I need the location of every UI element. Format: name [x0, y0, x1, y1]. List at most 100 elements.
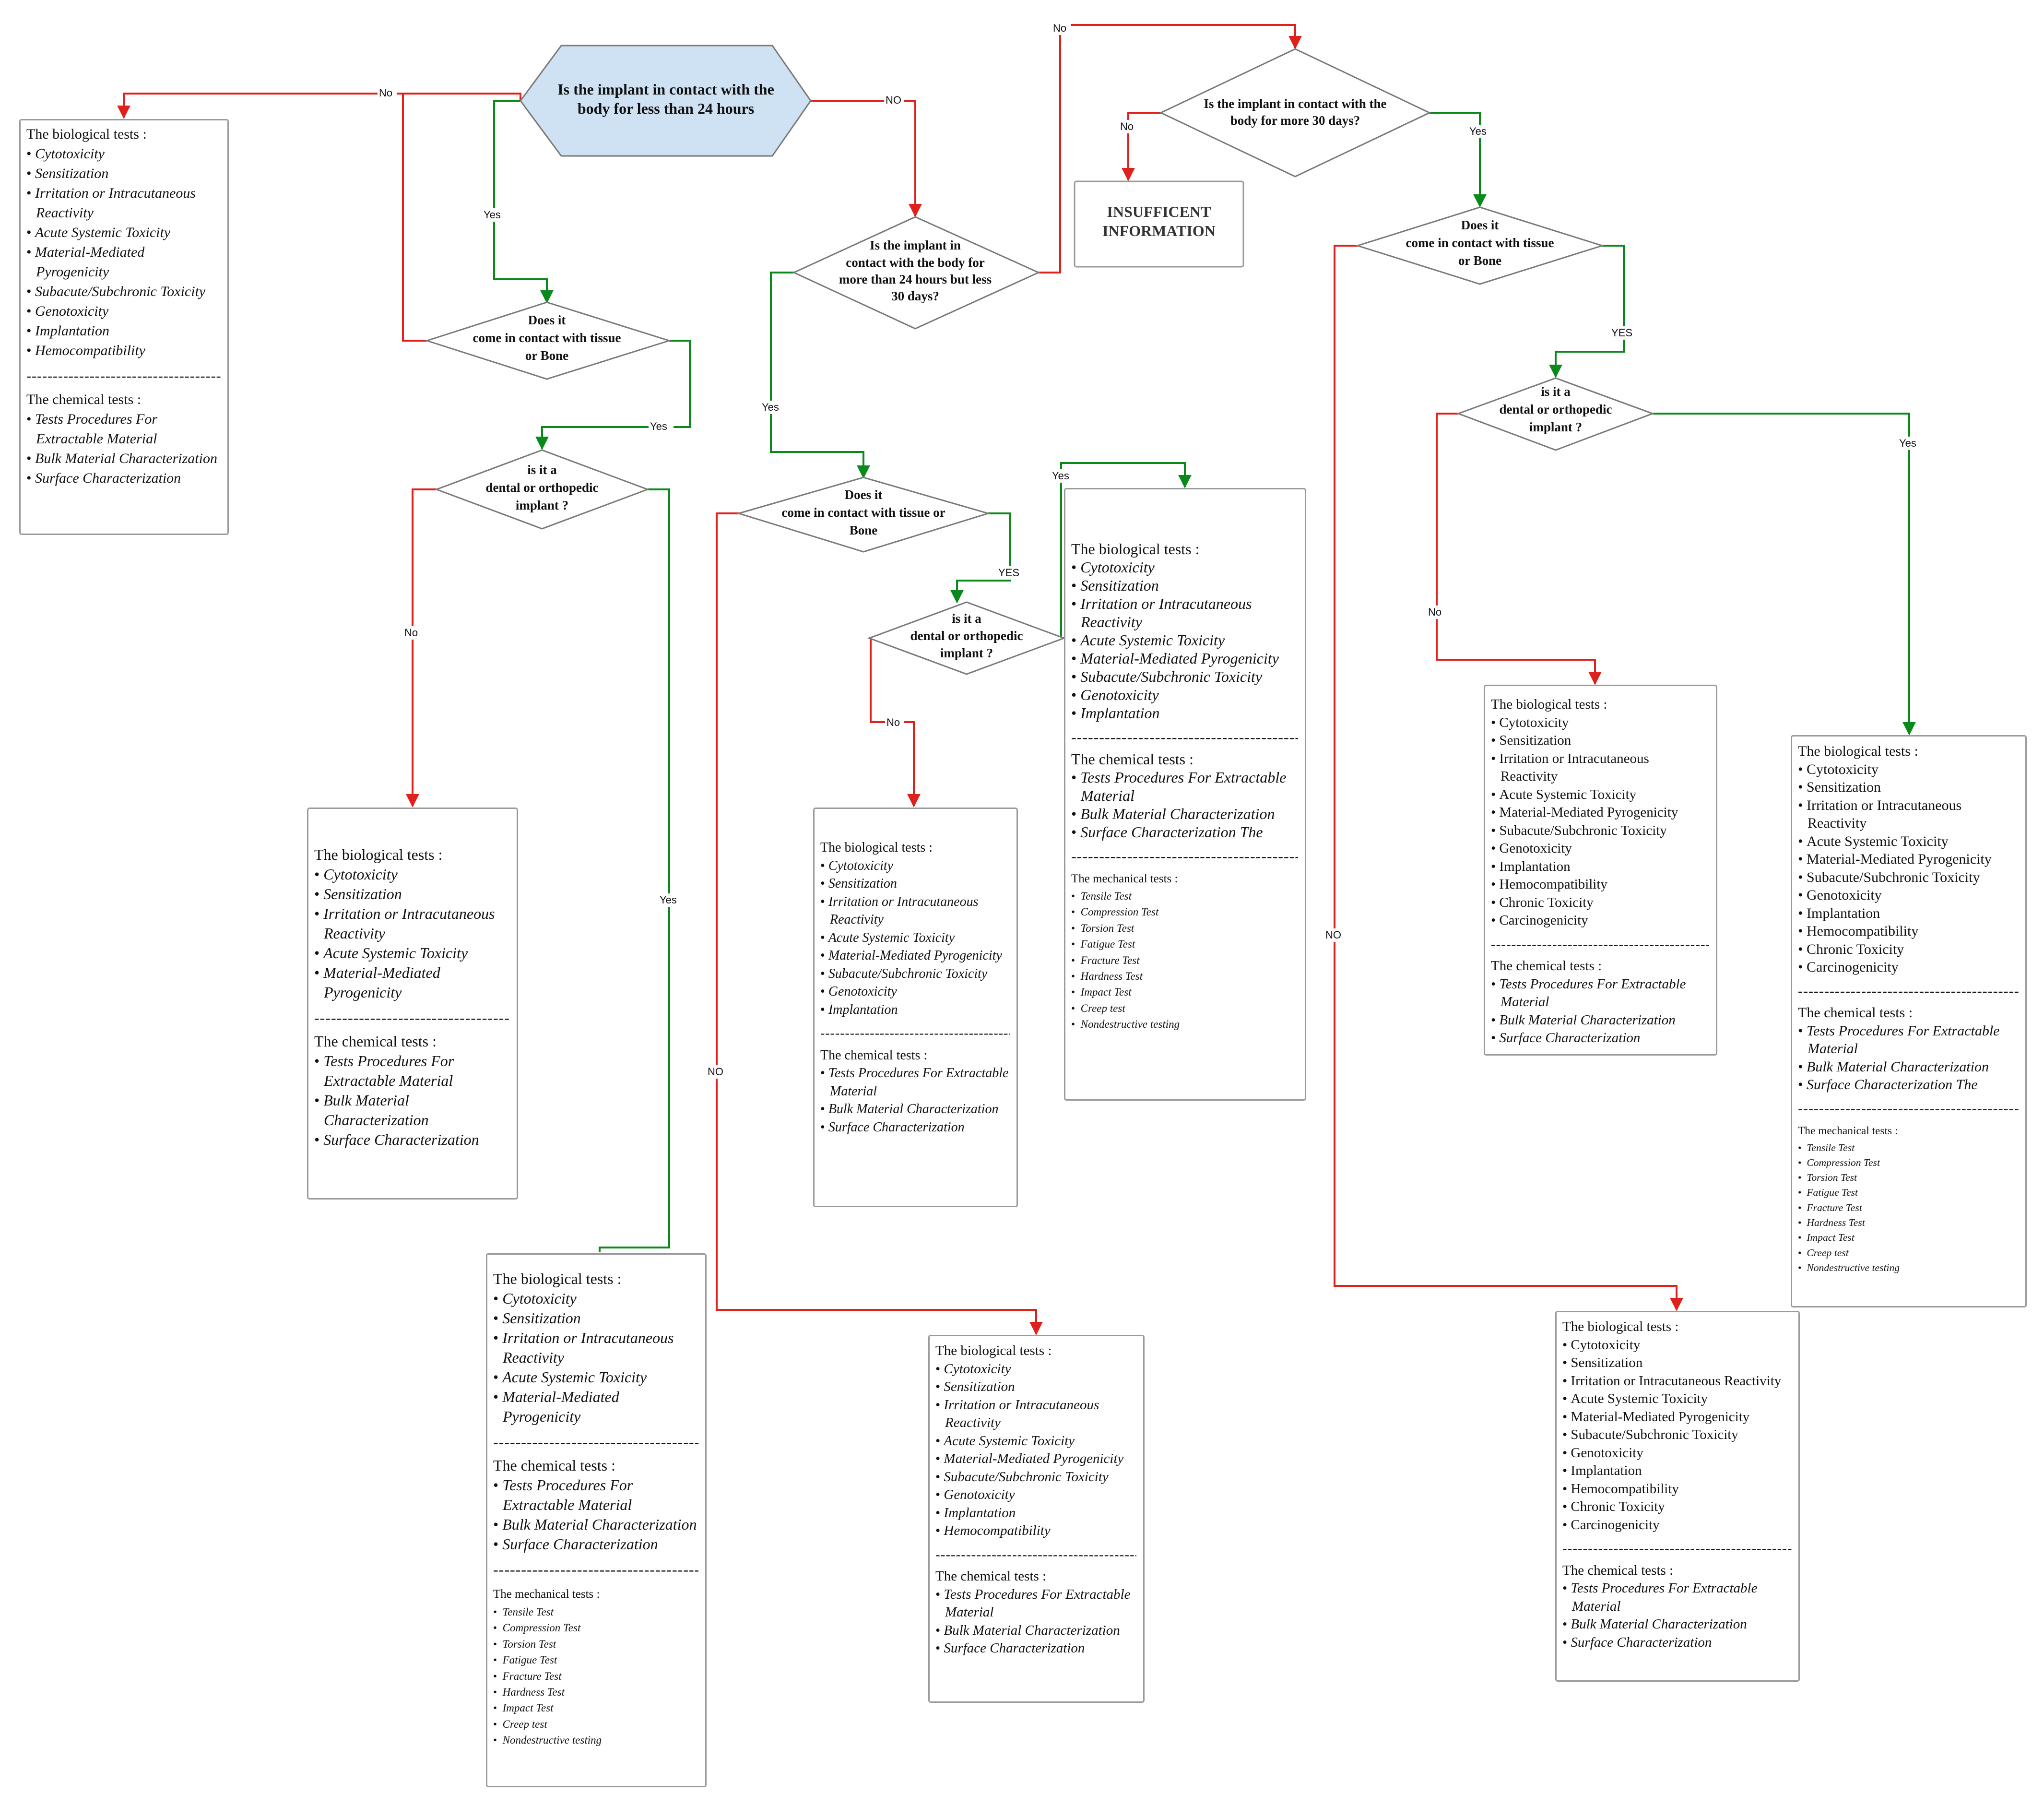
edge-q24-yes — [770, 272, 870, 479]
separator: ----------------------------------------… — [493, 1433, 698, 1450]
mech-test-item: Impact Test — [1798, 1230, 2019, 1245]
edge-start-no-right — [811, 100, 922, 217]
tests-box-mid-dental: The biological tests : Cytotoxicity Sens… — [1064, 488, 1306, 1101]
mech-test-item: Fracture Test — [1798, 1200, 2019, 1215]
decision-tissue-3: Does it come in contact with tissue or B… — [1355, 206, 1605, 285]
edge-label-t3-no: NO — [1325, 929, 1341, 941]
decision-dental-2-line-1: is it a — [952, 611, 981, 626]
bio-test-item: Acute Systemic Toxicity — [1562, 1390, 1792, 1408]
bio-test-item: Hemocompatibility — [26, 341, 221, 360]
separator: ----------------------------------------… — [1562, 1541, 1792, 1556]
edge-t3-no — [1334, 245, 1683, 1311]
bio-test-item: Cytotoxicity — [820, 857, 1010, 875]
bio-test-item: Sensitization — [820, 875, 1010, 893]
mech-test-item: Impact Test — [493, 1700, 698, 1716]
bio-test-item: Cytotoxicity — [1491, 714, 1709, 732]
edge-label-d3-yes: Yes — [1899, 437, 1916, 449]
decision-dental-1: is it a dental or orthopedic implant ? — [434, 449, 650, 530]
mech-test-item: Tensile Test — [1071, 888, 1298, 904]
tests-box-short-tissue-non-dental: The biological tests : Cytotoxicity Sens… — [307, 808, 518, 1200]
decision-30-line-2: body for more 30 days? — [1230, 113, 1360, 128]
decision-tissue-2-line-1: Does it — [845, 487, 883, 502]
mech-test-item: Creep test — [1071, 1000, 1298, 1016]
bio-test-item: Genotoxicity — [1491, 840, 1709, 858]
mech-test-item: Fracture Test — [1071, 952, 1298, 968]
chemical-tests-heading: The chemical tests : — [1491, 958, 1602, 974]
edge-label-start-no-right: NO — [886, 94, 901, 106]
edge-label-d2-yes: Yes — [1052, 470, 1069, 482]
bio-test-item: Cytotoxicity — [1798, 760, 2019, 779]
start-node: Is the implant in contact with the body … — [520, 45, 812, 157]
mech-test-item: Fracture Test — [493, 1668, 698, 1684]
edge-start-yes — [493, 100, 554, 304]
mech-test-item: Fatigue Test — [1798, 1185, 2019, 1200]
decision-tissue-3-line-3: or Bone — [1458, 253, 1501, 268]
bio-test-item: Carcinogenicity — [1562, 1516, 1792, 1534]
tests-box-long-no-tissue: The biological tests : Cytotoxicity Sens… — [1555, 1311, 1800, 1682]
bio-test-item: Carcinogenicity — [1491, 912, 1709, 930]
mech-test-item: Torsion Test — [1071, 920, 1298, 936]
chem-test-item: Bulk Material Characterization — [935, 1622, 1136, 1640]
decision-24-30-line-2: contact with the body for — [846, 255, 984, 270]
edge-label-t2-yes: YES — [998, 567, 1019, 579]
bio-test-item: Material-Mediated Pyrogenicity — [820, 947, 1010, 965]
start-question-line-1: Is the implant in contact with the — [557, 81, 774, 98]
bio-test-item: Genotoxicity — [1798, 886, 2019, 904]
mech-test-item: Creep test — [493, 1716, 698, 1732]
edge-label-d1-yes: Yes — [660, 894, 677, 906]
decision-dental-3-line-1: is it a — [1541, 384, 1571, 399]
mech-test-item: Nondestructive testing — [1071, 1016, 1298, 1032]
biological-tests-heading: The biological tests : — [935, 1343, 1052, 1358]
bio-test-item: Material-Mediated Pyrogenicity — [935, 1450, 1136, 1468]
mech-test-item: Torsion Test — [1798, 1170, 2019, 1185]
chem-test-item: Surface Characterization The — [1071, 823, 1298, 841]
bio-test-item: Subacute/Subchronic Toxicity — [820, 965, 1010, 983]
bio-test-item: Material-Mediated Pyrogenicity — [314, 963, 510, 1002]
bio-test-item: Cytotoxicity — [1562, 1336, 1792, 1354]
bio-test-item: Irritation or Intracutaneous Reactivity — [935, 1396, 1136, 1432]
mech-test-item: Tensile Test — [1798, 1141, 2019, 1155]
bio-test-item: Subacute/Subchronic Toxicity — [935, 1468, 1136, 1486]
bio-test-item: Irritation or Intracutaneous Reactivity — [314, 904, 510, 943]
bio-test-item: Hemocompatibility — [1491, 876, 1709, 894]
chem-test-item: Bulk Material Characterization — [1071, 805, 1298, 823]
bio-test-item: Cytotoxicity — [314, 865, 510, 884]
decision-more-than-30-days: Is the implant in contact with the body … — [1159, 48, 1431, 178]
biological-tests-heading: The biological tests : — [1491, 697, 1607, 712]
edge-label-t1-yes: Yes — [650, 420, 667, 432]
bio-test-item: Acute Systemic Toxicity — [1071, 631, 1298, 649]
bio-test-item: Material-Mediated Pyrogenicity — [1071, 649, 1298, 667]
bio-test-item: Sensitization — [493, 1308, 698, 1328]
chem-test-item: Surface Characterization — [935, 1640, 1136, 1658]
mech-test-item: Tensile Test — [493, 1604, 698, 1620]
bio-test-item: Material-Mediated Pyrogenicity — [493, 1387, 698, 1426]
insufficient-line-1: INSUFFICENT — [1107, 203, 1211, 220]
bio-test-item: Acute Systemic Toxicity — [26, 223, 221, 242]
chem-test-item: Surface Characterization — [493, 1534, 698, 1554]
bio-test-item: Irritation or Intracutaneous Reactivity — [26, 183, 221, 223]
bio-test-item: Implantation — [1491, 858, 1709, 876]
tests-box-short-no-tissue: The biological tests : Cytotoxicity Sens… — [19, 119, 229, 535]
chem-test-item: Surface Characterization — [820, 1118, 1010, 1137]
edge-q30-yes — [1430, 112, 1487, 208]
tests-box-long-tissue-non-dental: The biological tests : Cytotoxicity Sens… — [1484, 685, 1717, 1056]
bio-test-item: Hemocompatibility — [1562, 1480, 1792, 1498]
chem-test-item: Bulk Material Characterization — [314, 1091, 510, 1130]
biological-tests-heading: The biological tests : — [1071, 540, 1200, 558]
bio-test-item: Subacute/Subchronic Toxicity — [26, 282, 221, 301]
biological-tests-heading: The biological tests : — [493, 1270, 622, 1287]
bio-test-item: Cytotoxicity — [26, 144, 221, 164]
chem-test-item: Bulk Material Characterization — [26, 449, 221, 468]
mech-test-item: Nondestructive testing — [493, 1732, 698, 1748]
chem-test-item: Tests Procedures For Extractable Materia… — [1562, 1580, 1792, 1616]
bio-test-item: Irritation or Intracutaneous Reactivity — [820, 893, 1010, 929]
bio-test-item: Chronic Toxicity — [1798, 940, 2019, 959]
bio-test-item: Irritation or Intracutaneous Reactivity — [1491, 750, 1709, 786]
decision-dental-1-line-2: dental or orthopedic — [486, 480, 599, 495]
chem-test-item: Bulk Material Characterization — [820, 1100, 1010, 1118]
chemical-tests-heading: The chemical tests : — [493, 1457, 616, 1474]
biological-tests-heading: The biological tests : — [1562, 1319, 1679, 1334]
edge-label-t3-yes: YES — [1611, 327, 1632, 339]
bio-test-item: Chronic Toxicity — [1562, 1498, 1792, 1516]
tests-box-long-dental: The biological tests : Cytotoxicity Sens… — [1791, 735, 2027, 1307]
